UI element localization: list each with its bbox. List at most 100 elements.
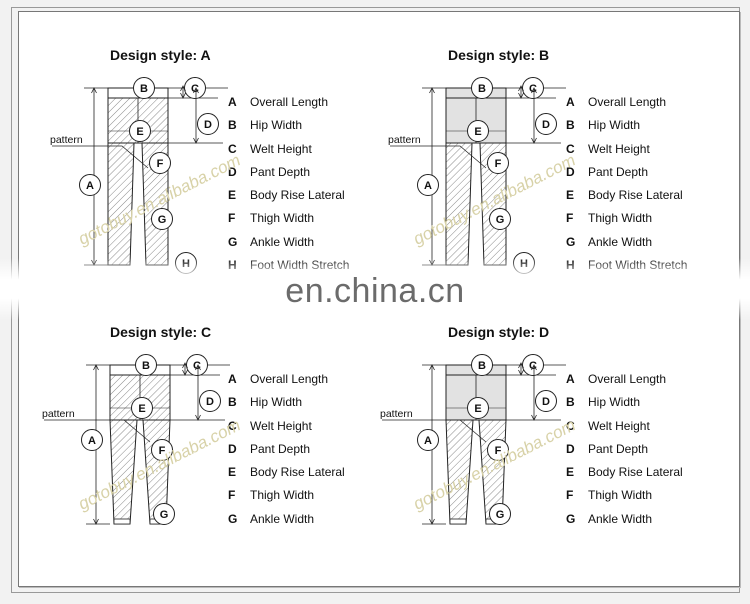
marker-c-letter: C <box>529 83 537 95</box>
legend-key: F <box>566 488 574 503</box>
marker-d <box>535 390 557 412</box>
welt-height-arrow-head <box>180 92 186 99</box>
marker-b <box>135 354 157 376</box>
legend-label: Welt Height <box>588 141 650 156</box>
legend-label: Thigh Width <box>250 211 315 226</box>
legend-key: F <box>228 211 236 226</box>
legend-key: B <box>228 118 237 133</box>
marker-e-letter: E <box>138 403 145 415</box>
legend-key: C <box>566 418 575 433</box>
panel-title: Design style: A <box>110 47 211 63</box>
marker-b-letter: B <box>142 360 150 372</box>
legend-key: E <box>228 465 237 480</box>
overall-length-arrow-head <box>93 364 99 371</box>
marker-a <box>417 174 439 196</box>
marker-d <box>199 390 221 412</box>
marker-g <box>489 208 511 230</box>
welt-height-arrow-head <box>182 369 188 376</box>
marker-b-letter: B <box>140 83 148 95</box>
legend-key: A <box>228 372 237 386</box>
marker-g-letter: G <box>496 509 505 521</box>
marker-f-letter: F <box>495 158 502 170</box>
pant-depth-arrow-head <box>531 137 537 144</box>
marker-a-letter: A <box>424 435 432 447</box>
legend-label: Welt Height <box>250 418 312 433</box>
overall-length-arrow-head <box>429 364 435 371</box>
panel-title: Design style: C <box>110 324 212 340</box>
legend-label: Overall Length <box>250 372 329 386</box>
marker-d <box>197 113 219 135</box>
welt-height-arrow-head <box>518 85 524 92</box>
pattern-label: pattern <box>50 134 83 146</box>
marker-g <box>153 503 175 525</box>
marker-e <box>129 120 151 142</box>
watermark-band: en.china.cn <box>0 258 750 320</box>
marker-c-letter: C <box>191 83 199 95</box>
legend-item: E Body Rise Lateral <box>566 188 687 211</box>
marker-d <box>535 113 557 135</box>
left-cuff <box>449 518 467 525</box>
pattern-leader <box>390 145 487 169</box>
legend-label: Overall Length <box>588 95 667 109</box>
legend-label: Overall Length <box>588 372 667 386</box>
legend-label: Pant Depth <box>250 441 311 456</box>
marker-b-letter: B <box>478 83 486 95</box>
pant-depth-arrow-head <box>195 414 201 421</box>
marker-c <box>186 354 208 376</box>
legend-item: D Pant Depth <box>228 442 345 465</box>
marker-g <box>151 208 173 230</box>
marker-e <box>467 120 489 142</box>
overall-length-arrow-head <box>93 518 99 525</box>
marker-c <box>184 77 206 99</box>
welt-height-arrow-head <box>518 362 524 369</box>
legend-key: E <box>566 188 575 203</box>
legend-label: Hip Width <box>250 395 303 410</box>
marker-b <box>471 354 493 376</box>
marker-e <box>131 397 153 419</box>
overall-length-arrow-head <box>429 518 435 525</box>
marker-d-letter: D <box>204 119 212 131</box>
legend-key: G <box>228 234 238 249</box>
legend-key: G <box>228 511 238 526</box>
legend-key: F <box>566 211 574 226</box>
legend-key: E <box>228 188 237 203</box>
marker-f <box>487 439 509 461</box>
legend-label: Body Rise Lateral <box>588 188 683 203</box>
watermark-text: en.china.cn <box>285 272 465 310</box>
welt-height-arrow-head <box>518 92 524 99</box>
pant-depth-arrow-head <box>531 364 537 371</box>
legend-label: Hip Width <box>588 395 641 410</box>
welt-height-arrow-head <box>180 85 186 92</box>
marker-f <box>487 152 509 174</box>
marker-g <box>489 503 511 525</box>
marker-g-letter: G <box>160 509 169 521</box>
marker-a <box>417 429 439 451</box>
marker-f <box>149 152 171 174</box>
design-panel-a: Design style: A ABCDEFGHpattern AOverall… <box>40 25 380 295</box>
legend-key: G <box>566 511 576 526</box>
marker-b <box>471 77 493 99</box>
pattern-leader <box>44 419 151 443</box>
legend-key: D <box>228 441 237 456</box>
marker-e-letter: E <box>136 126 143 138</box>
legend-label: Welt Height <box>250 141 312 156</box>
marker-d-letter: D <box>206 396 214 408</box>
legend-key: C <box>566 141 575 156</box>
marker-e-letter: E <box>474 126 481 138</box>
marker-c-letter: C <box>193 360 201 372</box>
legend-key: B <box>566 118 575 133</box>
